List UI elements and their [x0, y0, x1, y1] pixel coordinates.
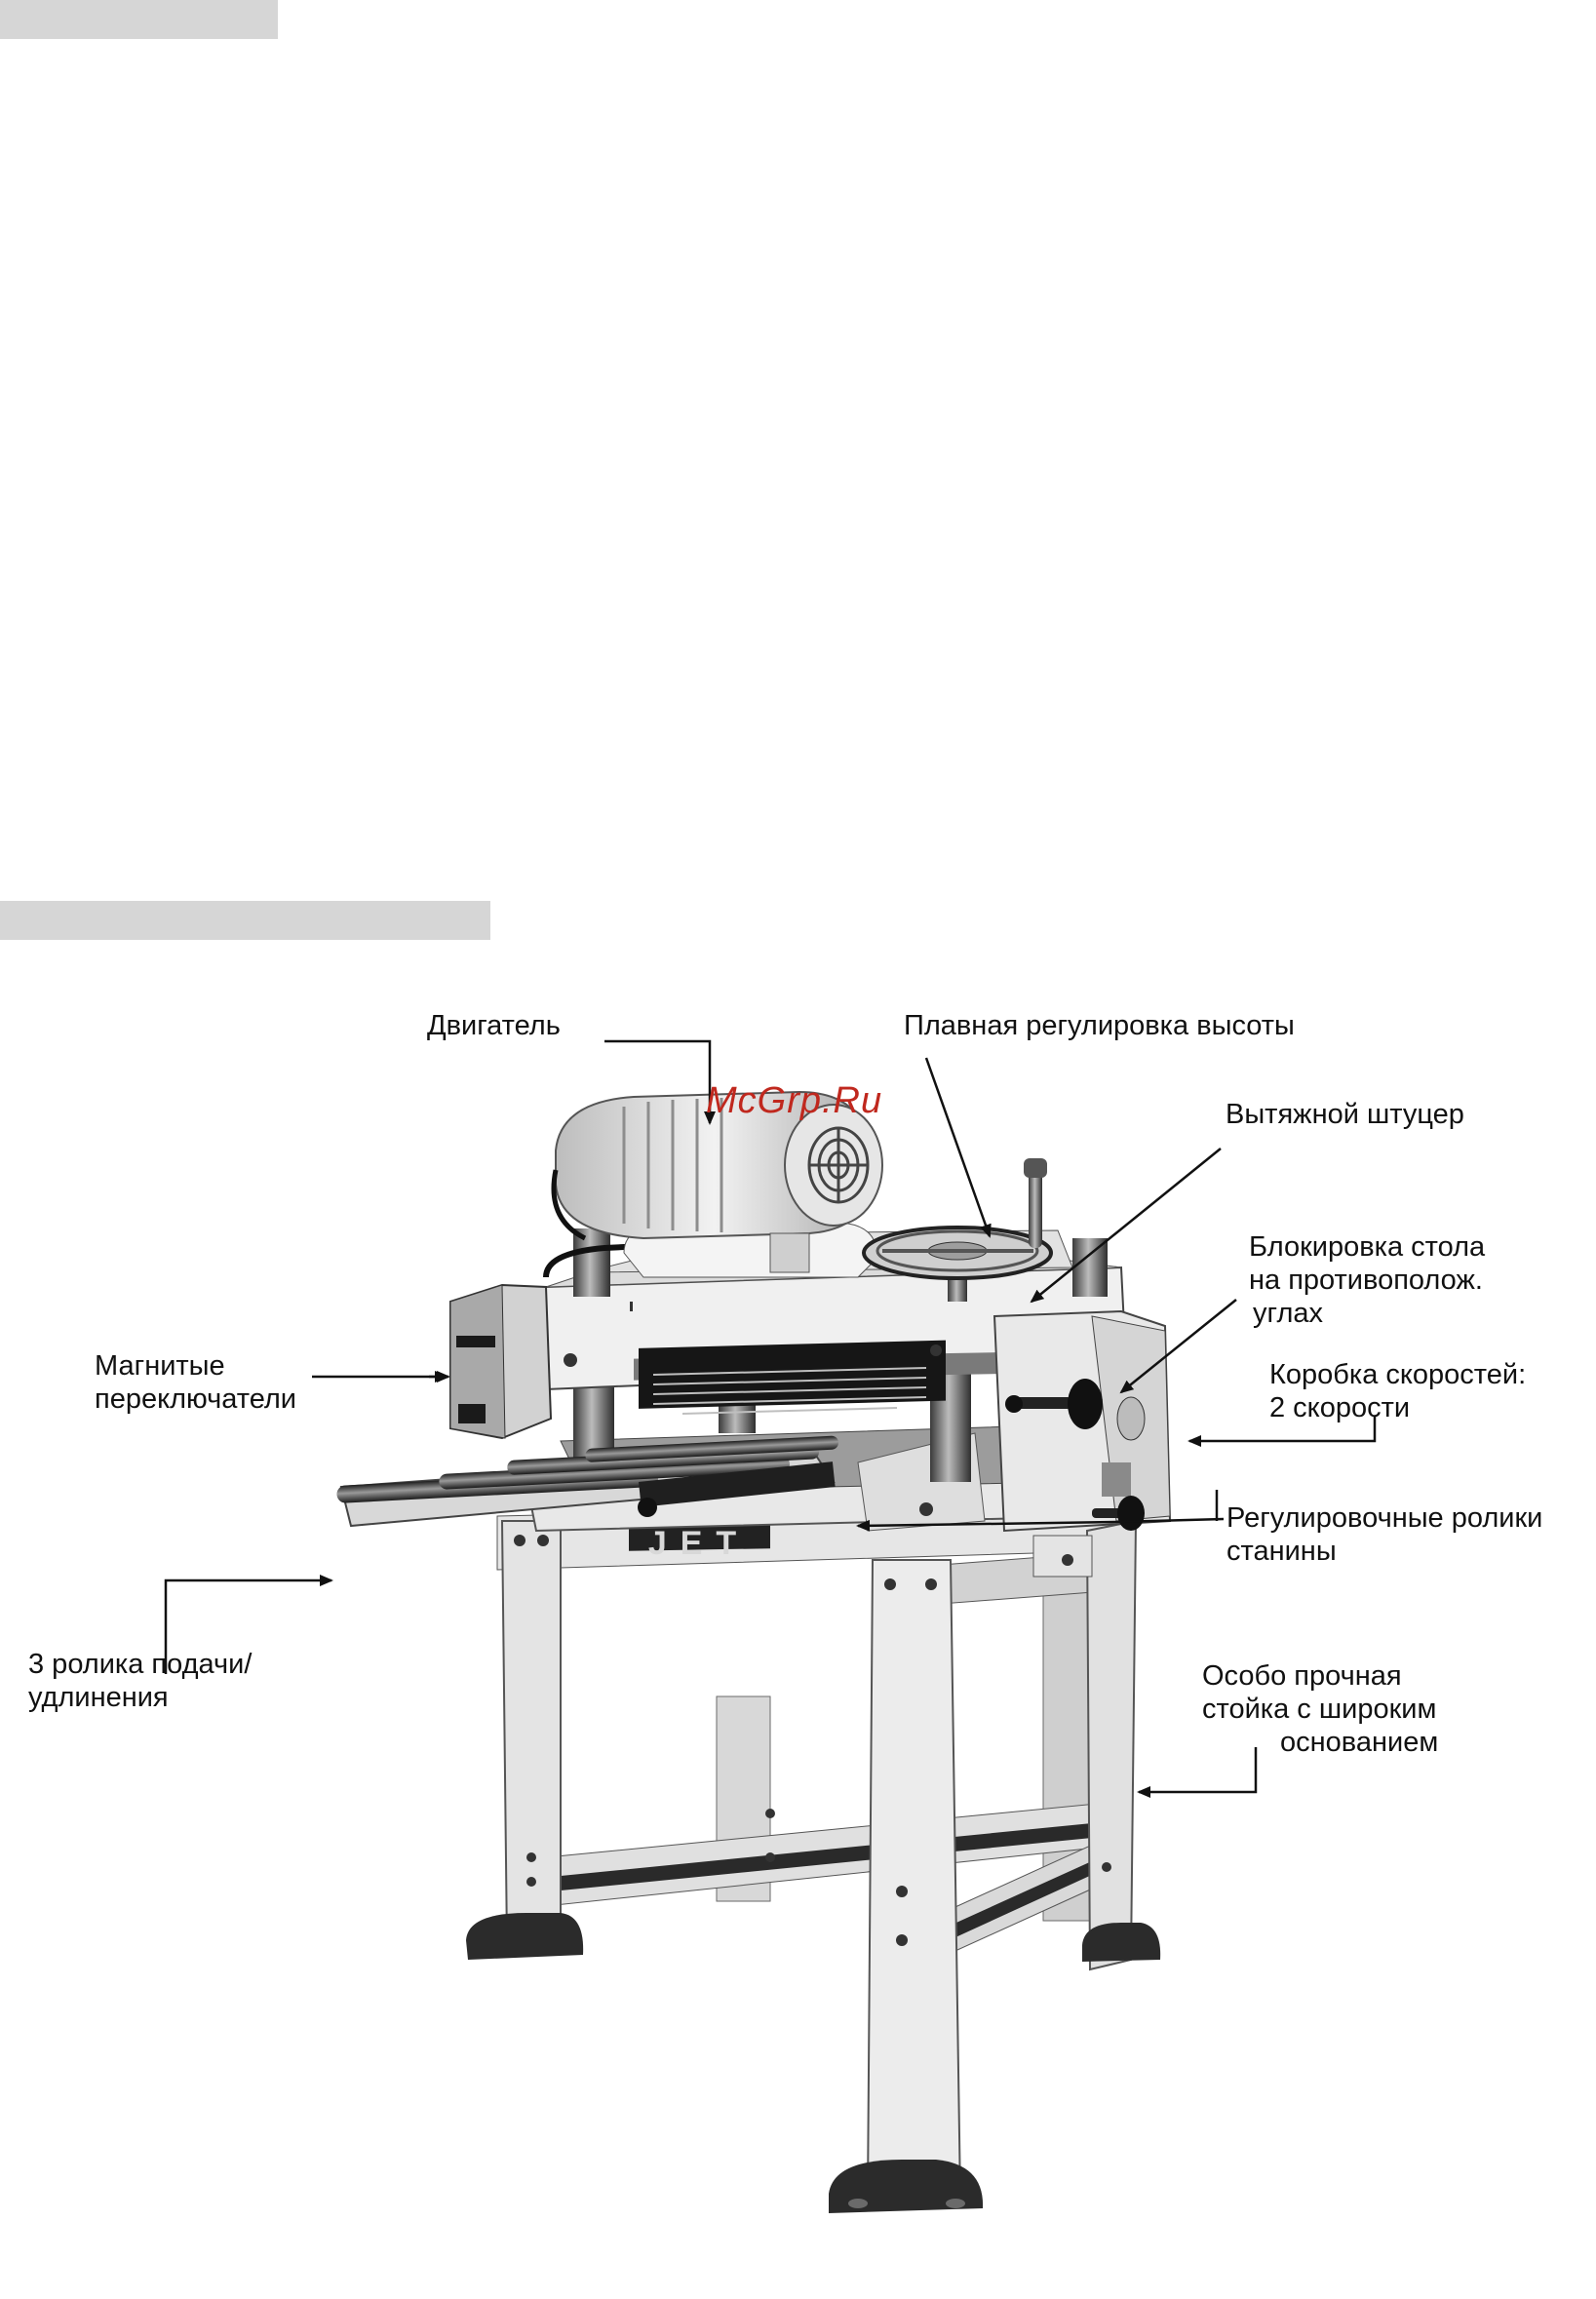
label-dust-port: Вытяжной штуцер [1226, 1098, 1464, 1131]
label-bed-rollers-line-2: станины [1226, 1535, 1542, 1568]
label-stand: Особо прочная стойка с широким основание… [1202, 1659, 1438, 1759]
label-feed-rollers-line-1: 3 ролика подачи/ [28, 1648, 252, 1681]
watermark: McGrp.Ru [706, 1080, 882, 1122]
label-gearbox-line-2: 2 скорости [1269, 1391, 1526, 1424]
label-feed-rollers: 3 ролика подачи/ удлинения [28, 1648, 252, 1714]
label-gearbox-line-1: Коробка скоростей: [1269, 1358, 1526, 1391]
label-stand-line-1: Особо прочная [1202, 1659, 1438, 1693]
label-magnetic-switches-line-1: Магнитые [95, 1349, 296, 1383]
label-stand-line-3: основанием [1202, 1726, 1438, 1759]
label-bed-rollers: Регулировочные ролики станины [1226, 1501, 1542, 1568]
label-bed-rollers-line-1: Регулировочные ролики [1226, 1501, 1542, 1535]
label-stand-line-2: стойка с широким [1202, 1693, 1438, 1726]
label-magnetic-switches: Магнитые переключатели [95, 1349, 296, 1416]
label-height-adjust: Плавная регулировка высоты [904, 1009, 1295, 1042]
label-dust-port-text: Вытяжной штуцер [1226, 1098, 1464, 1131]
label-table-lock-line-1: Блокировка стола [1249, 1230, 1485, 1264]
label-height-adjust-text: Плавная регулировка высоты [904, 1009, 1295, 1042]
label-motor-text: Двигатель [427, 1009, 561, 1042]
label-feed-rollers-line-2: удлинения [28, 1681, 252, 1714]
label-table-lock-line-2: на противополож. [1249, 1264, 1485, 1297]
brand-plate: JET [648, 1525, 750, 1562]
label-gearbox: Коробка скоростей: 2 скорости [1269, 1358, 1526, 1424]
stand: JET [466, 1501, 1160, 2213]
label-table-lock-line-3: углах [1249, 1297, 1485, 1330]
label-table-lock: Блокировка стола на противополож. углах [1249, 1230, 1485, 1330]
label-motor: Двигатель [427, 1009, 561, 1042]
label-magnetic-switches-line-2: переключатели [95, 1383, 296, 1416]
